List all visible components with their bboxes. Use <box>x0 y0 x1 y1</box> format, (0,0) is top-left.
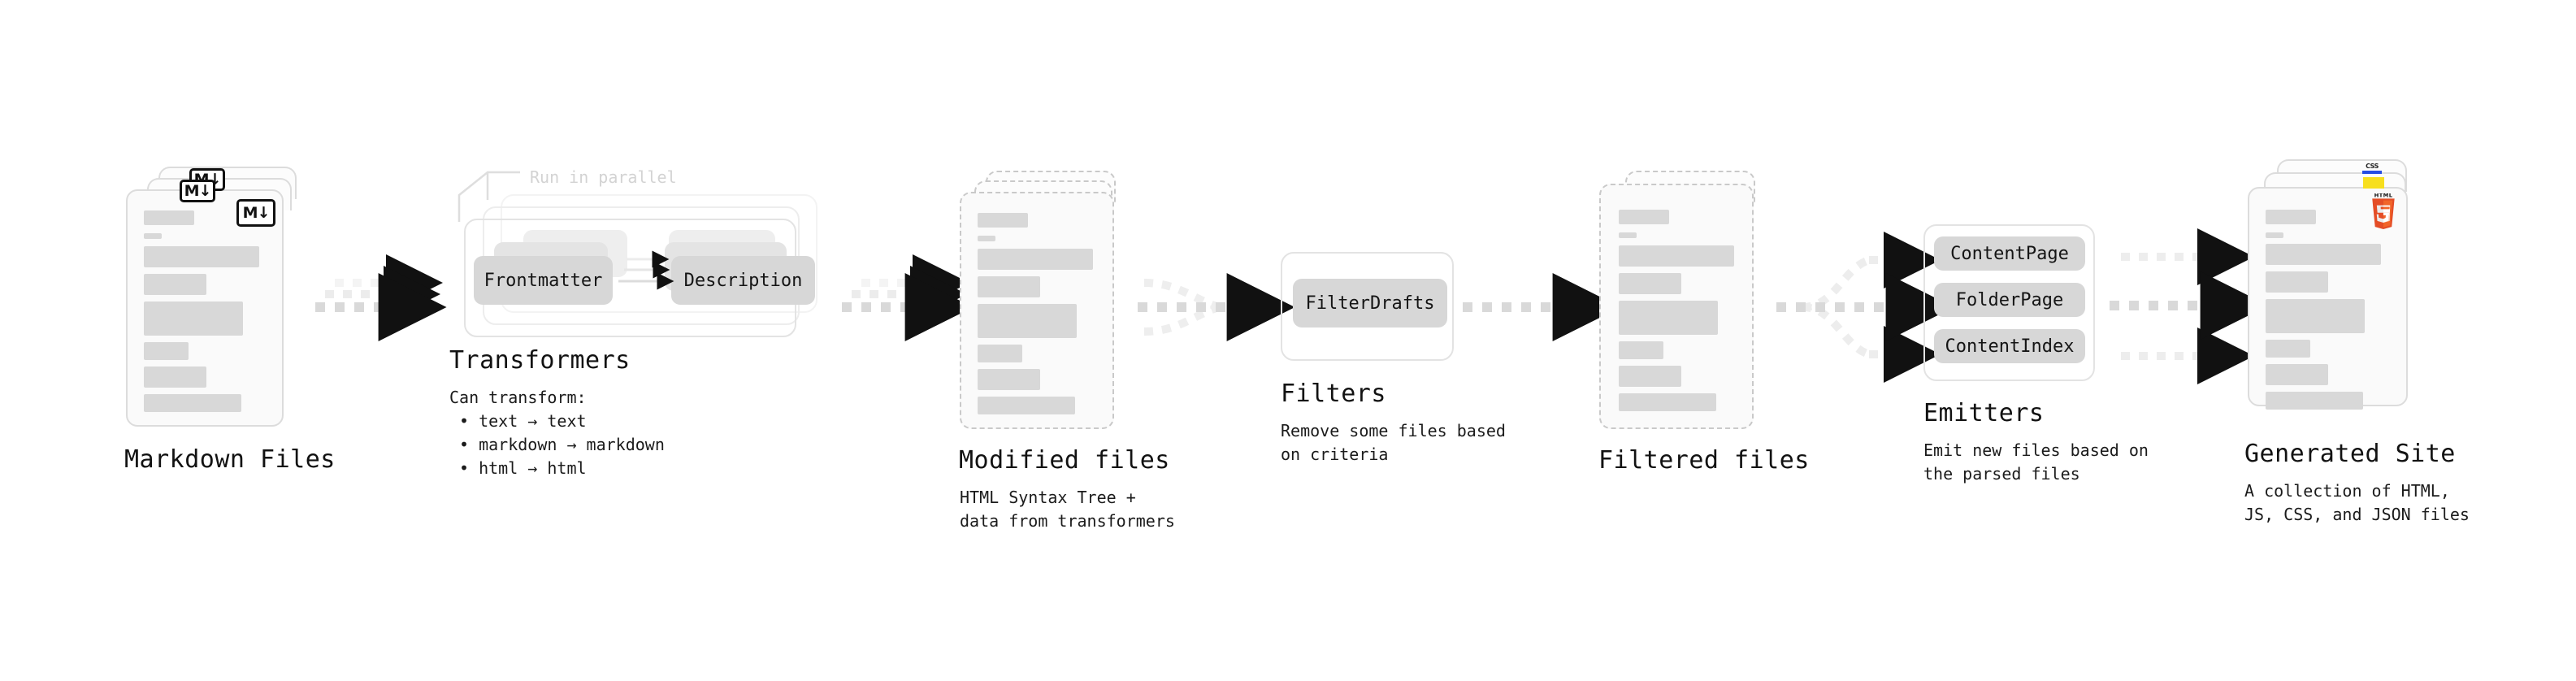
markdown-card-stack: M↓ M↓ M↓ <box>126 167 301 427</box>
arrow-modified-to-filters <box>1138 273 1295 341</box>
modified-files-desc-1: data from transformers <box>960 511 1175 531</box>
emitter-chip-contentpage[interactable]: ContentPage <box>1934 236 2085 271</box>
skeleton-bar <box>144 274 206 295</box>
emitters-desc-1: the parsed files <box>1923 464 2080 484</box>
filters-desc-0: Remove some files based <box>1281 421 1506 440</box>
skeleton-bar <box>978 249 1093 270</box>
transformer-chip-frontmatter[interactable]: Frontmatter <box>474 256 613 305</box>
stage-markdown-files: M↓ M↓ M↓ Markdown Files <box>124 167 335 474</box>
filtered-card-front <box>1599 184 1754 429</box>
skeleton-bar <box>144 210 194 225</box>
stage-modified-files: Modified files HTML Syntax Tree + data f… <box>959 171 1175 531</box>
skeleton-bar <box>978 369 1040 390</box>
skeleton-bar <box>144 394 241 412</box>
skeleton-bar <box>1619 393 1716 411</box>
arrow-markdown-to-transformers <box>315 254 447 341</box>
stage-title-transformers: Transformers <box>449 346 631 375</box>
stage-title-markdown-files: Markdown Files <box>124 445 336 474</box>
transformers-bullet-1: • markdown → markdown <box>459 435 665 454</box>
skeleton-bar <box>144 233 162 239</box>
skeleton-bar <box>2266 210 2316 224</box>
generated-site-desc-0: A collection of HTML, <box>2244 481 2450 501</box>
transformers-description: Can transform: <box>449 388 587 407</box>
stage-title-generated-site: Generated Site <box>2244 440 2456 468</box>
js-icon <box>2363 177 2384 189</box>
skeleton-bar <box>2266 364 2328 385</box>
skeleton-bar <box>2266 340 2310 358</box>
skeleton-bar <box>1619 232 1637 238</box>
skeleton-bar <box>144 301 243 336</box>
markdown-badge: M↓ <box>236 199 275 227</box>
emitter-chip-folderpage[interactable]: FolderPage <box>1934 283 2085 317</box>
arrow-emitters-to-site <box>2110 228 2269 384</box>
skeleton-bar <box>1619 273 1681 294</box>
html5-icon: HTML <box>2368 192 2399 229</box>
skeleton-bar <box>978 236 995 241</box>
transformer-chip-description[interactable]: Description <box>671 256 815 305</box>
filters-desc-1: on criteria <box>1281 445 1389 464</box>
skeleton-bar <box>144 367 206 388</box>
stage-title-filters: Filters <box>1281 380 1386 408</box>
skeleton-bar <box>2266 299 2365 333</box>
markdown-badge-back-1: M↓ <box>180 180 215 202</box>
skeleton-bar <box>144 342 189 360</box>
stage-title-filtered-files: Filtered files <box>1598 446 1810 475</box>
modified-card-front <box>960 192 1114 429</box>
skeleton-bar <box>978 345 1022 362</box>
filtered-card-stack <box>1599 171 1774 431</box>
modified-card-stack <box>960 171 1134 431</box>
skeleton-bar <box>1619 366 1681 387</box>
skeleton-bar <box>978 276 1040 297</box>
transformer-inner-arrows <box>618 250 674 290</box>
emitters-desc-0: Emit new files based on <box>1923 440 2149 460</box>
skeleton-bar <box>2266 232 2283 238</box>
stage-title-emitters: Emitters <box>1923 399 2045 427</box>
skeleton-bar <box>978 213 1028 228</box>
skeleton-bar <box>1619 210 1669 224</box>
transformers-bullet-0: • text → text <box>459 411 587 431</box>
skeleton-bar <box>1619 341 1663 359</box>
skeleton-bar <box>978 304 1077 338</box>
svg-text:HTML: HTML <box>2374 193 2393 198</box>
generated-site-desc-1: JS, CSS, and JSON files <box>2244 505 2470 524</box>
skeleton-bar <box>1619 245 1734 267</box>
emitters-group <box>1923 224 2095 381</box>
filter-chip-filterdrafts[interactable]: FilterDrafts <box>1293 279 1447 327</box>
skeleton-bar <box>2266 271 2328 293</box>
site-card-stack: CSS HTML <box>2244 159 2431 427</box>
stage-title-modified-files: Modified files <box>959 446 1170 475</box>
skeleton-bar <box>2266 392 2363 410</box>
skeleton-bar <box>1619 301 1718 335</box>
modified-files-desc-0: HTML Syntax Tree + <box>960 488 1136 507</box>
arrow-transformers-to-modified <box>842 254 974 341</box>
transformers-bullet-2: • html → html <box>459 458 587 478</box>
skeleton-bar <box>144 246 259 267</box>
emitter-chip-contentindex[interactable]: ContentIndex <box>1934 329 2085 363</box>
stage-filtered-files: Filtered files <box>1598 171 1809 475</box>
skeleton-bar <box>2266 244 2381 265</box>
skeleton-bar <box>978 397 1075 414</box>
css-icon: CSS <box>2362 163 2382 174</box>
filters-group <box>1281 252 1454 361</box>
stage-generated-site: CSS HTML Generated Site A collection of <box>2244 159 2470 524</box>
arrow-filtered-to-emitters <box>1776 232 1954 383</box>
run-in-parallel-label: Run in parallel <box>530 167 677 187</box>
